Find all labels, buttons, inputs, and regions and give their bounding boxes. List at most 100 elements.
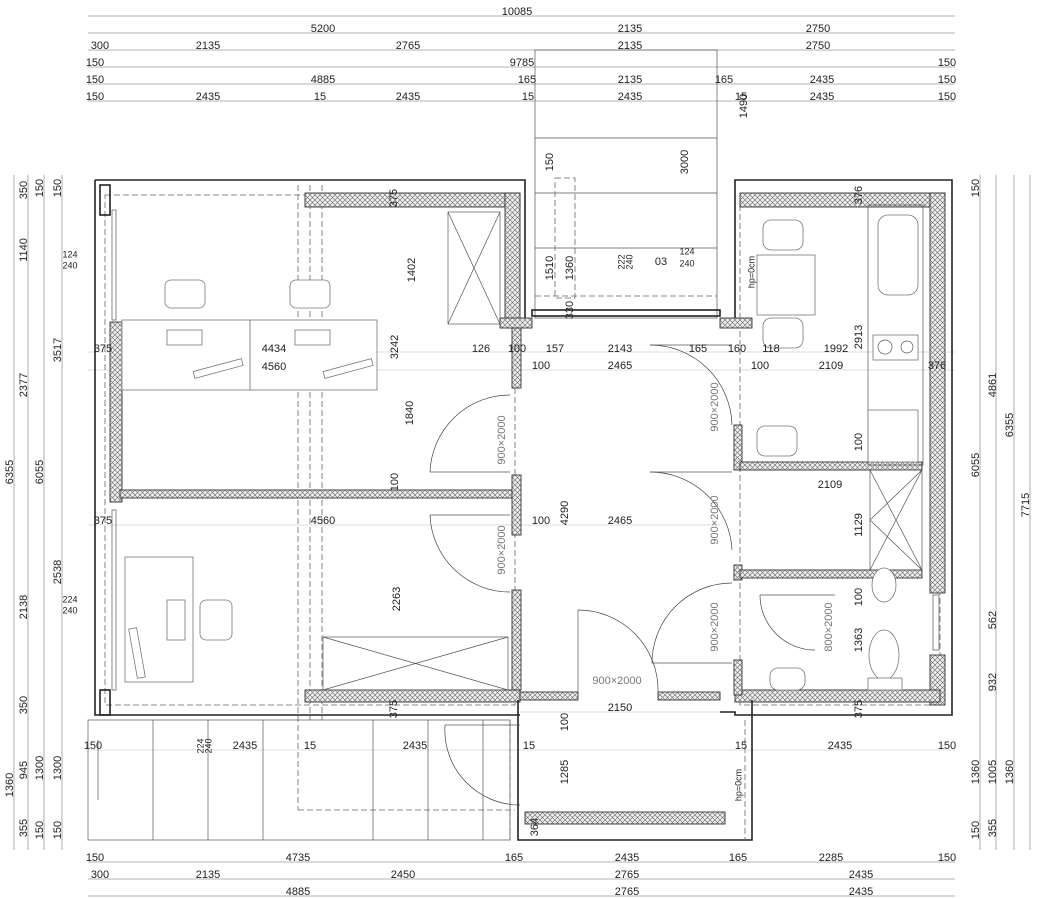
door-size-label: 900×2000 — [709, 382, 721, 431]
dimension-label-left: 1300 — [52, 756, 64, 780]
dimension-label-interior: 4434 — [262, 343, 286, 355]
dimension-label-terrace-row: 240 — [203, 738, 213, 753]
dimension-label-interior: 375 — [94, 515, 112, 527]
door-size-label: 800×2000 — [823, 602, 835, 651]
dimension-label-terrace-row: 224 — [195, 738, 205, 753]
dimension-label-right: 6355 — [1004, 413, 1016, 437]
dimension-label-interior: 240 — [679, 258, 694, 268]
dimension-label-left-notes: 124 — [62, 249, 77, 259]
dimension-label-right: 355 — [987, 819, 999, 837]
dimension-label-top: 15 — [314, 91, 326, 103]
dimension-label-top: 2435 — [396, 91, 420, 103]
dimension-label-interior: 2913 — [853, 325, 865, 349]
dimension-label-interior: 100 — [508, 343, 526, 355]
dimension-label-right: 1360 — [1004, 760, 1016, 784]
door-size-label: 900×2000 — [592, 675, 641, 687]
dimension-label-left: 150 — [52, 179, 64, 197]
dimension-label-bottom: 165 — [729, 852, 747, 864]
door-size-label: 900×2000 — [709, 602, 721, 651]
dimension-label-interior: 118 — [762, 343, 780, 355]
dimension-label-top: 15 — [735, 91, 747, 103]
dimension-label-interior: 2465 — [608, 360, 632, 372]
dimension-label-right: 150 — [970, 821, 982, 839]
dimension-label-terrace-row: 15 — [304, 740, 316, 752]
dimension-label-left: 1360 — [4, 773, 16, 797]
dimension-label-interior: 2109 — [819, 360, 843, 372]
dimension-label-interior: 1360 — [564, 256, 576, 280]
dimension-label-left: 3517 — [52, 338, 64, 362]
dimension-label-top: 2135 — [618, 74, 642, 86]
dimension-label-left: 150 — [34, 821, 46, 839]
dimension-label-interior: 1363 — [853, 628, 865, 652]
dimension-label-interior: 100 — [751, 360, 769, 372]
door-size-label: 900×2000 — [496, 415, 508, 464]
dimension-label-left: 1140 — [18, 238, 30, 262]
door-size-label: 900×2000 — [496, 525, 508, 574]
dimension-label-top: 5200 — [311, 23, 335, 35]
dimension-label-interior: 100 — [853, 433, 865, 451]
dimension-label-top: 2135 — [618, 23, 642, 35]
dimension-label-left: 6055 — [34, 460, 46, 484]
dimension-label-interior: 4560 — [262, 361, 286, 373]
dimension-label-interior: 100 — [559, 713, 571, 731]
porch — [531, 49, 721, 319]
dimension-label-interior: 1490 — [738, 94, 750, 118]
dimension-label-terrace-row: 2435 — [403, 740, 427, 752]
dimension-label-bottom: 2435 — [615, 852, 639, 864]
dimension-label-interior: 240 — [624, 254, 634, 269]
dimension-label-bottom: 4735 — [286, 852, 310, 864]
dimension-label-bottom: 150 — [86, 852, 104, 864]
dimension-label-bottom: 2765 — [615, 886, 639, 898]
dimension-label-interior: 100 — [853, 588, 865, 606]
dimension-label-top: 4885 — [311, 74, 335, 86]
dimension-label-bottom: 2435 — [849, 886, 873, 898]
dimension-label-bottom: 2435 — [849, 869, 873, 881]
dimension-label-interior: 4290 — [559, 501, 571, 525]
dimension-label-interior: 03 — [655, 256, 667, 268]
dimension-label-top: 300 — [91, 40, 109, 52]
dimension-label-top: 2435 — [810, 91, 834, 103]
dimension-label-top: 150 — [86, 57, 104, 69]
dimension-label-top: 165 — [715, 74, 733, 86]
dimension-label-bottom: 150 — [938, 852, 956, 864]
dimension-label-top: 2435 — [196, 91, 220, 103]
dimension-label-top: 2750 — [806, 23, 830, 35]
dimension-label-left-notes: 240 — [62, 605, 77, 615]
dimension-label-left: 2377 — [18, 373, 30, 397]
dimension-label-left: 6355 — [4, 460, 16, 484]
dimension-label-terrace-row: 2435 — [828, 740, 852, 752]
dimension-label-top: 10085 — [502, 6, 533, 18]
dimension-label-left: 350 — [18, 696, 30, 714]
dimension-label-interior: 1992 — [824, 343, 848, 355]
dimension-label-top: 165 — [518, 74, 536, 86]
dimension-label-interior: 100 — [532, 515, 550, 527]
dimension-label-interior: 2143 — [608, 343, 632, 355]
dimension-label-interior: 126 — [472, 343, 490, 355]
dimension-label-interior: 2465 — [608, 515, 632, 527]
dimension-label-top: 2135 — [196, 40, 220, 52]
dimension-label-left: 2538 — [52, 560, 64, 584]
dimension-label-top: 150 — [86, 74, 104, 86]
dimension-label-interior: 1285 — [559, 760, 571, 784]
dimension-label-interior: 1510 — [544, 256, 556, 280]
dimension-label-terrace-row: 150 — [938, 740, 956, 752]
dimension-label-top: 150 — [938, 57, 956, 69]
dimension-label-top: 2765 — [396, 40, 420, 52]
dimension-label-bottom: 2135 — [196, 869, 220, 881]
dimension-label-left: 2138 — [18, 595, 30, 619]
dimension-label-terrace-row: 15 — [523, 740, 535, 752]
dimension-label-top: 9785 — [510, 57, 534, 69]
dimension-label-interior: 222 — [616, 254, 626, 269]
dimension-label-left-notes: 224 — [62, 594, 77, 604]
dimension-label-left: 150 — [52, 821, 64, 839]
dimension-label-top: 150 — [938, 74, 956, 86]
dimension-label-interior: 375 — [853, 700, 865, 718]
dimension-label-right: 7715 — [1020, 493, 1032, 517]
dimension-label-interior: 1840 — [404, 401, 416, 425]
dimension-label-right: 4861 — [987, 373, 999, 397]
dimension-label-bottom: 2765 — [615, 869, 639, 881]
dimension-label-interior: 375 — [388, 700, 400, 718]
dimension-label-interior: 1402 — [406, 258, 418, 282]
